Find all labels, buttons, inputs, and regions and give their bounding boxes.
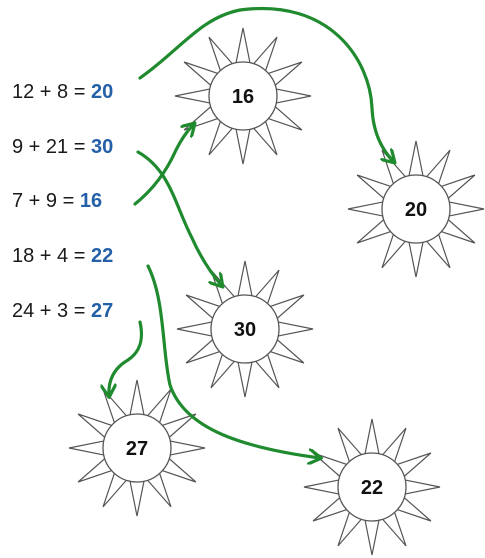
- sun-30: 30: [176, 260, 314, 398]
- equation-answer: 27: [90, 300, 114, 322]
- sun-20-circle: [381, 174, 451, 244]
- sun-30-label: 30: [234, 319, 256, 341]
- equation-answer: 16: [79, 190, 103, 212]
- equation-answer: 20: [90, 81, 114, 103]
- equation-row: 18 + 4 = 22: [12, 244, 113, 268]
- sun-27-circle: [102, 413, 172, 483]
- sun-20-label: 20: [405, 199, 427, 221]
- sun-16-label: 16: [232, 86, 254, 108]
- sun-30-circle: [210, 294, 280, 364]
- sun-27-label: 27: [126, 438, 148, 460]
- equation-row: 7 + 9 = 16: [12, 189, 102, 213]
- sun-16: 16: [174, 27, 312, 165]
- equation-expression: 9 + 21 =: [12, 136, 91, 158]
- sun-20: 20: [347, 140, 485, 278]
- equation-row: 24 + 3 = 27: [12, 299, 113, 323]
- arrow-30-to-sun-30: [136, 150, 222, 286]
- arrow-27-to-sun-27: [109, 320, 144, 396]
- equation-answer: 22: [90, 245, 114, 267]
- sun-27: 27: [68, 379, 206, 517]
- arrow-20-to-sun-20: [138, 6, 394, 162]
- arrow-22-to-sun-22: [146, 264, 320, 458]
- sun-22: 22: [303, 418, 441, 556]
- arrow-16-to-sun-16: [133, 124, 194, 206]
- equation-row: 12 + 8 = 20: [12, 80, 113, 104]
- equation-expression: 7 + 9 =: [12, 190, 80, 212]
- equation-row: 9 + 21 = 30: [12, 135, 113, 159]
- sun-16-circle: [208, 61, 278, 131]
- equation-answer: 30: [90, 136, 114, 158]
- equation-expression: 24 + 3 =: [12, 300, 91, 322]
- equation-expression: 18 + 4 =: [12, 245, 91, 267]
- equation-expression: 12 + 8 =: [12, 81, 91, 103]
- sun-22-circle: [337, 452, 407, 522]
- sun-22-label: 22: [361, 477, 383, 499]
